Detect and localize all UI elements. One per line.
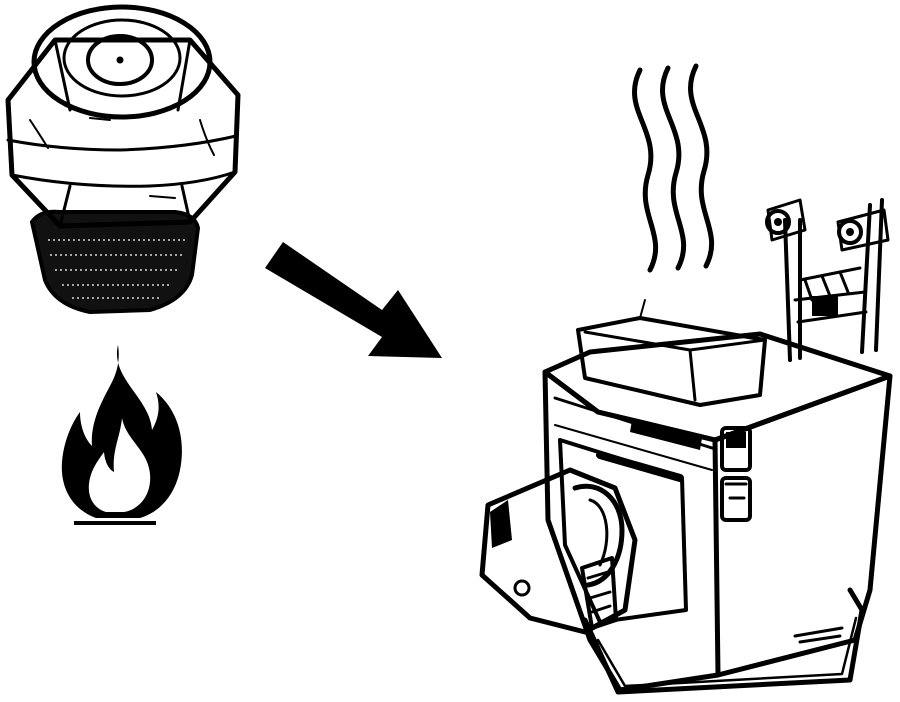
flame-icon bbox=[61, 345, 182, 525]
oil-burner-nozzle-icon bbox=[5, 4, 241, 315]
heat-waves-icon bbox=[632, 63, 714, 273]
flow-arrow-icon bbox=[265, 242, 442, 358]
oil-boiler-icon bbox=[479, 198, 893, 695]
